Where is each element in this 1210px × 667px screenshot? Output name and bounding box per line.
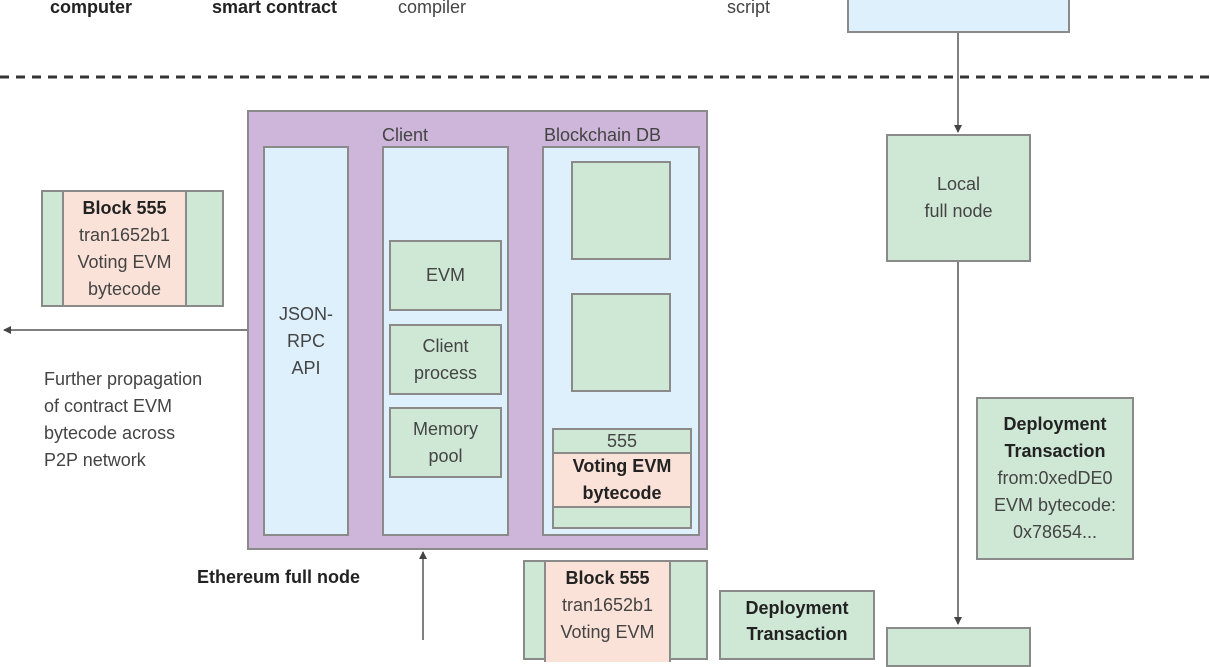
top-label-script: script <box>727 0 771 17</box>
local-full-node: Local full node <box>886 134 1031 262</box>
client-process-label: Client process <box>413 335 478 383</box>
chain-block-555: 555 Voting EVM bytecode <box>552 428 692 529</box>
chain-block-2 <box>571 293 671 392</box>
deployment-tx-right-from: from:0xedDE0 <box>997 468 1113 488</box>
block-555-bottom-body: Block 555 tran1652b1 Voting EVM <box>544 562 671 662</box>
top-label-compiler: compiler <box>398 0 467 17</box>
client-process-box: Client process <box>389 324 502 395</box>
chain-block-1 <box>571 161 671 260</box>
block-left-line2: Voting EVM <box>77 251 172 272</box>
json-rpc-label: JSON- RPC API <box>279 303 333 378</box>
block-left-line3: bytecode <box>87 278 162 299</box>
chain-block-number: 555 <box>606 431 638 451</box>
ethereum-full-node-caption: Ethereum full node <box>197 567 361 587</box>
client-label: Client <box>382 125 429 145</box>
evm-label: EVM <box>425 265 465 285</box>
json-rpc-api: JSON- RPC API <box>263 146 349 536</box>
blockchain-db-box: 555 Voting EVM bytecode <box>542 146 700 536</box>
ethereum-full-node: Client Blockchain DB JSON- RPC API EVM C… <box>247 110 708 550</box>
propagation-note: Further propagation of contract EVM byte… <box>44 369 203 470</box>
block-555-bottom: Block 555 tran1652b1 Voting EVM <box>523 560 708 662</box>
deployment-tx-right-title: Deployment Transaction <box>1003 414 1107 461</box>
block-bottom-line2: Voting EVM <box>560 622 655 642</box>
top-label-computer: computer <box>50 0 133 17</box>
block-left-line1: tran1652b1 <box>78 224 171 245</box>
block-bottom-title: Block 555 <box>565 568 650 588</box>
deployment-tx-right-bytecode-value: 0x78654... <box>1012 522 1098 542</box>
local-full-node-label: Local full node <box>924 174 993 221</box>
bottom-right-node <box>886 627 1031 667</box>
top-label-smart-contract: smart contract <box>212 0 338 17</box>
deployment-tx-bottom-title: Deployment Transaction <box>745 598 849 644</box>
client-box: EVM Client process Memory pool <box>382 146 509 536</box>
blockchain-db-label: Blockchain DB <box>544 125 662 145</box>
evm-box: EVM <box>389 240 502 311</box>
deployment-transaction-right: Deployment Transaction from:0xedDE0 EVM … <box>976 397 1134 560</box>
deployment-tx-right-bytecode-label: EVM bytecode: <box>993 495 1117 515</box>
voting-evm-bytecode-label: Voting EVM bytecode <box>572 456 672 503</box>
block-left-title: Block 555 <box>82 197 167 218</box>
block-bottom-line1: tran1652b1 <box>561 595 654 615</box>
memory-pool-label: Memory pool <box>412 418 478 466</box>
chain-block-voting-bytecode: Voting EVM bytecode <box>554 452 690 508</box>
deployment-transaction-bottom: Deployment Transaction <box>719 590 875 660</box>
block-555-left-body: Block 555 tran1652b1 Voting EVM bytecode <box>62 192 187 305</box>
top-script-box <box>847 0 1070 33</box>
memory-pool-box: Memory pool <box>389 407 502 478</box>
block-555-left: Block 555 tran1652b1 Voting EVM bytecode <box>41 190 224 307</box>
